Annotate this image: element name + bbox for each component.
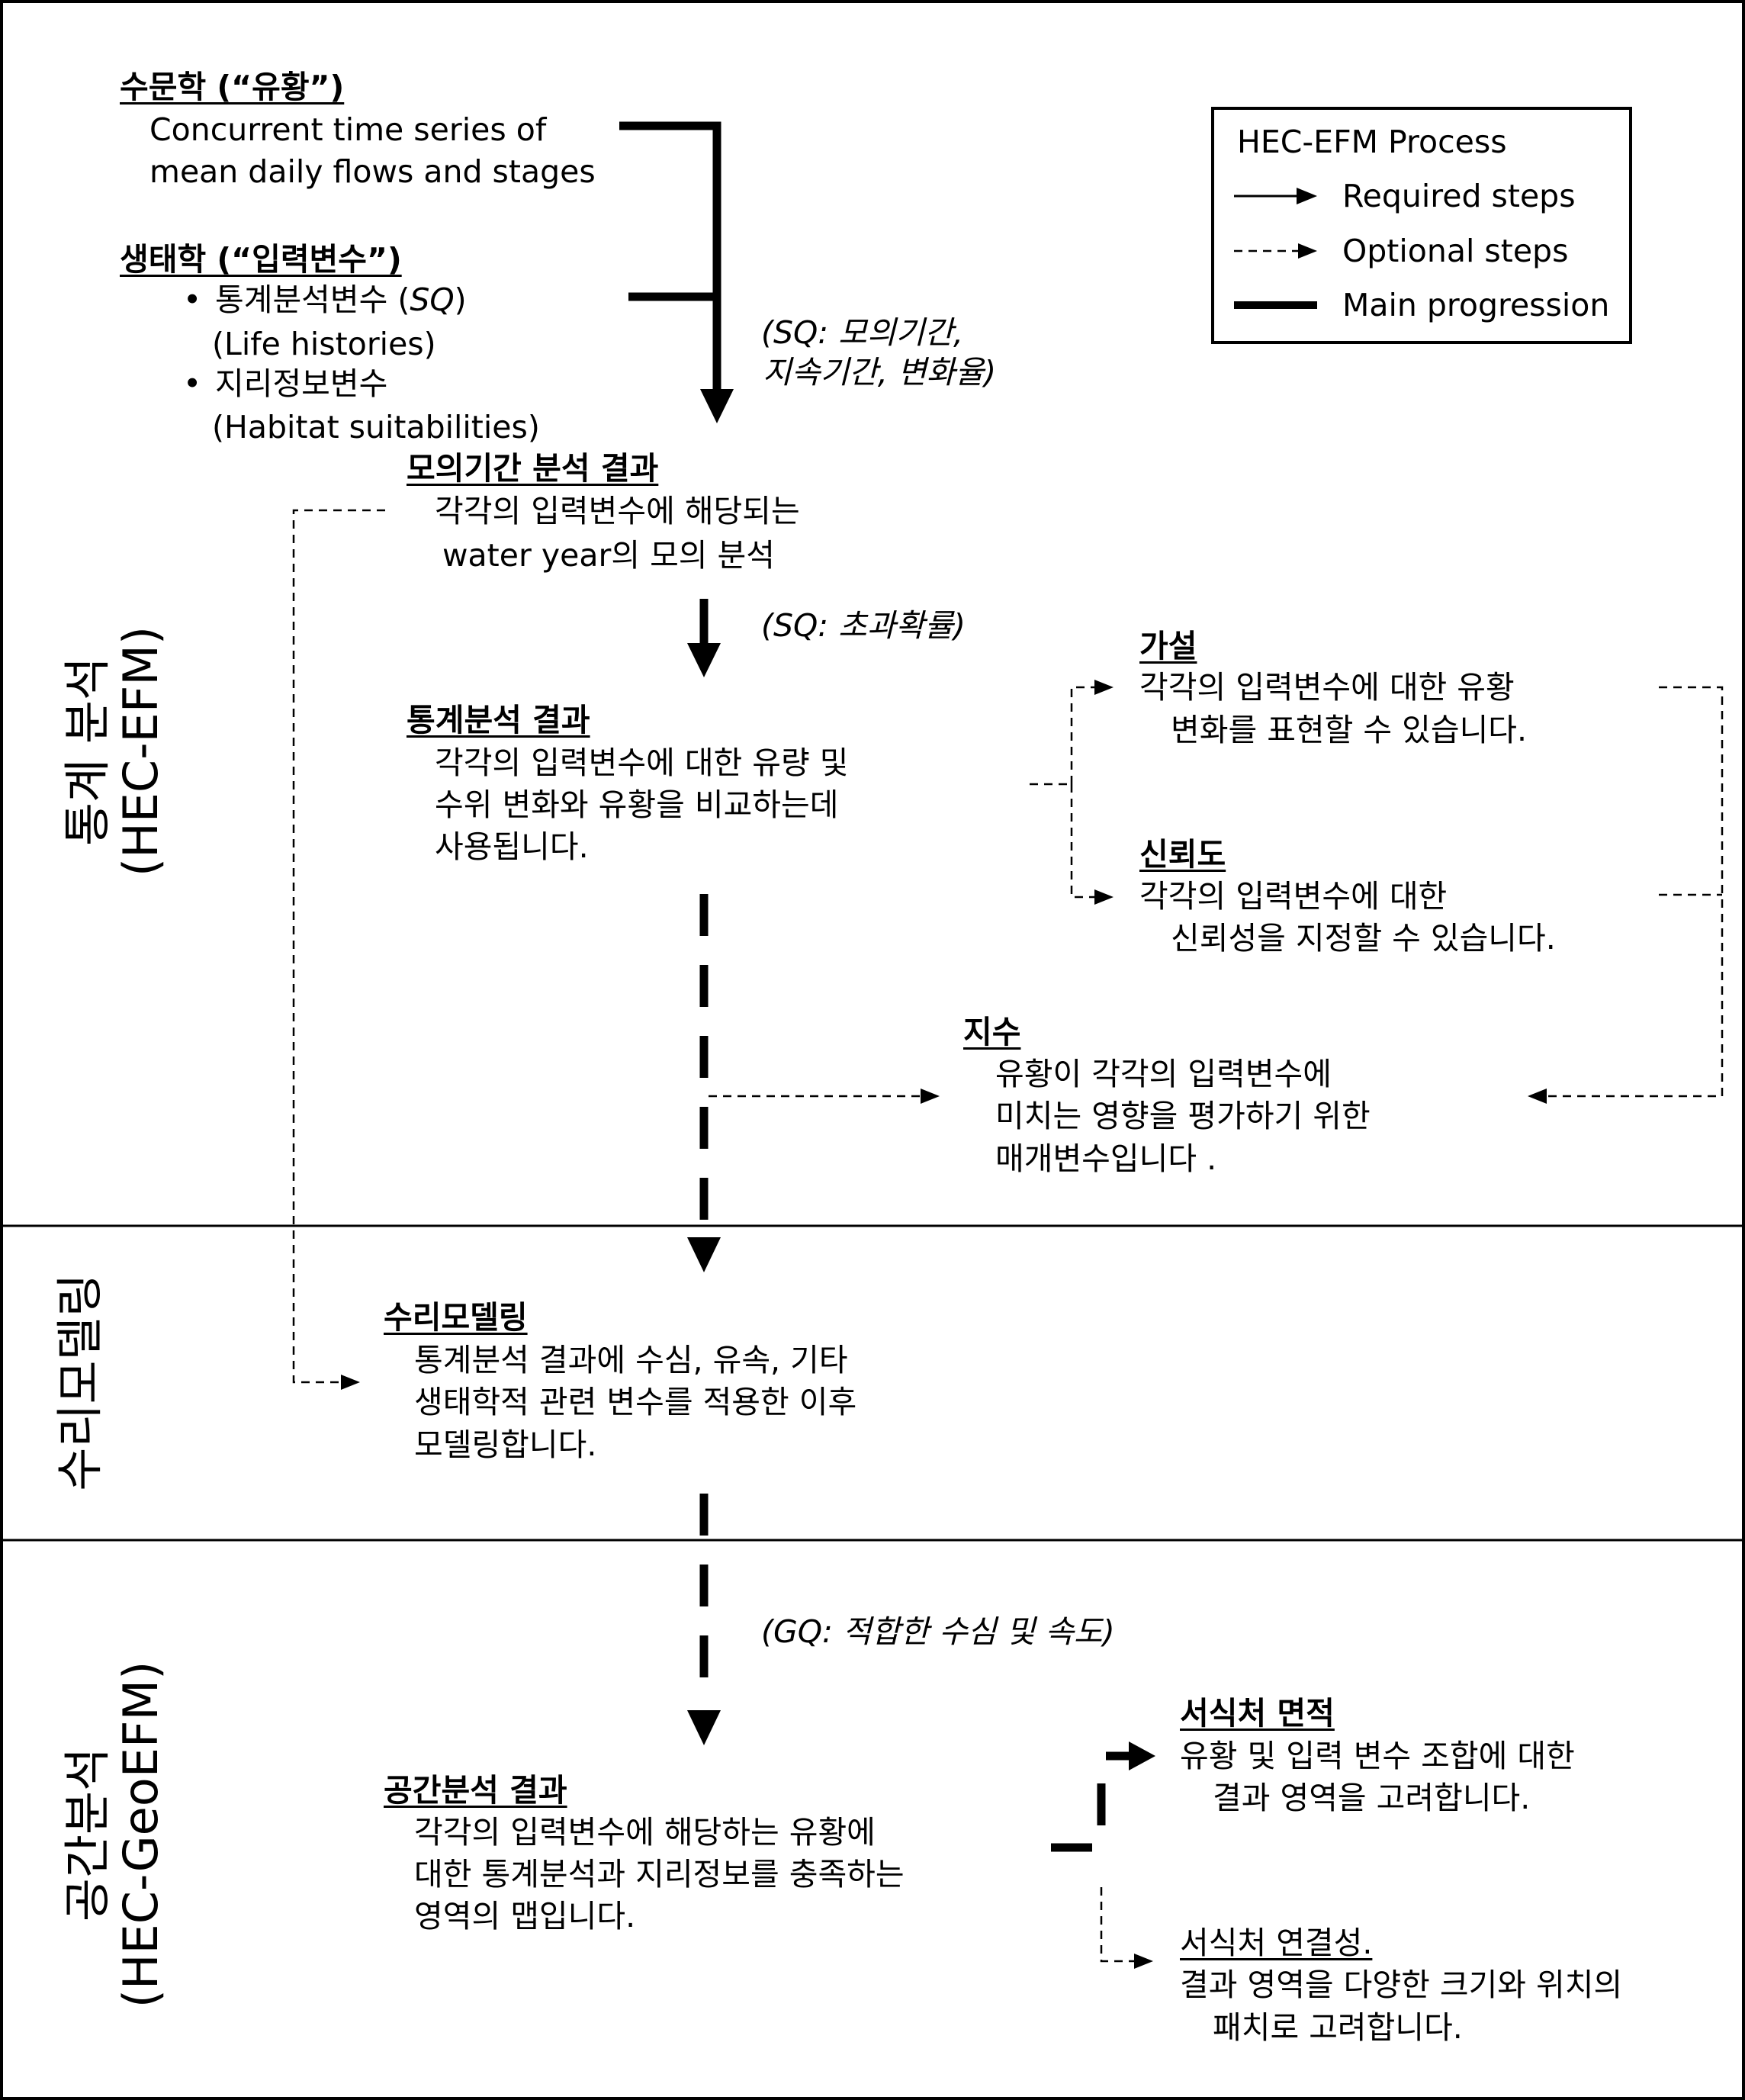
statistics-line2: 수위 변화와 유황을 비교하는데	[435, 786, 839, 823]
main-arrowhead-2	[687, 643, 721, 677]
hydrology-title: 수문학 (“유황”)	[120, 69, 345, 105]
section-label-spatial: 공간분석 (HEC-GeoEFM)	[59, 1661, 169, 2008]
index-line3: 매개변수입니다 .	[995, 1140, 1217, 1177]
section-label-statistical-line2: (HEC-EFM)	[113, 625, 169, 877]
reliability-line1: 각각의 입력변수에 대한	[1139, 878, 1448, 915]
legend-title: HEC-EFM Process	[1237, 124, 1507, 160]
ecology-item1-pre: 통계분석변수 (	[215, 281, 410, 318]
section-label-hydraulic: 수리모델링	[52, 1273, 108, 1491]
ecology-title: 생태학 (“입력변수”)	[120, 241, 402, 278]
section-label-statistical-line1: 통계 분석	[59, 657, 115, 846]
legend-required-label: Required steps	[1342, 178, 1576, 214]
simulation-line2: water year의 모의 분석	[442, 537, 775, 574]
optional-hypothesis-to-index	[1541, 686, 1724, 1098]
sq-annotation-1-line2: 지속기간, 변화율)	[763, 354, 997, 391]
legend-main-label: Main progression	[1342, 287, 1610, 323]
index-title: 지수	[963, 1014, 1021, 1050]
optional-to-reliability	[1070, 784, 1098, 899]
hydraulic-modeling-line2: 생태학적 관련 변수를 적용한 이후	[414, 1384, 857, 1420]
main-arrowhead-area	[1129, 1741, 1155, 1770]
spatial-result-line3: 영역의 맵입니다.	[414, 1898, 636, 1934]
section-label-hydraulic-line1: 수리모델링	[52, 1273, 108, 1491]
habitat-area-title: 서식처 면적	[1180, 1695, 1335, 1732]
habitat-area-line2: 결과 영역을 고려합니다.	[1213, 1780, 1531, 1816]
spatial-result-line1: 각각의 입력변수에 해당하는 유황에	[414, 1814, 876, 1851]
hydraulic-modeling-line3: 모델링합니다.	[414, 1426, 597, 1463]
optional-arrowhead-reliability	[1094, 889, 1114, 905]
habitat-area-line1: 유황 및 입력 변수 조합에 대한	[1180, 1738, 1575, 1774]
ecology-bullet-2: •	[183, 365, 202, 402]
ecology-item2: 지리정보변수	[215, 365, 388, 402]
optional-arrowhead-hydraulic	[341, 1375, 360, 1390]
spatial-result-title: 공간분석 결과	[384, 1772, 567, 1809]
statistics-line1: 각각의 입력변수에 대한 유량 및	[435, 744, 849, 781]
spatial-result-line2: 대한 통계분석과 지리정보를 충족하는	[414, 1856, 905, 1893]
habitat-connectivity-title: 서식처 연결성.	[1180, 1925, 1373, 1961]
optional-simulation-to-hydraulic	[292, 509, 385, 1384]
main-arrowhead-4	[687, 1710, 721, 1745]
sq-annotation-1-line1: (SQ: 모의기간,	[761, 314, 964, 351]
hydraulic-modeling-line1: 통계분석 결과에 수심, 유속, 기타	[414, 1342, 848, 1378]
section-label-spatial-line2: (HEC-GeoEFM)	[113, 1661, 169, 2008]
index-line2: 미치는 영향을 평가하기 위한	[995, 1098, 1371, 1134]
main-arrowhead-3	[687, 1237, 721, 1272]
simulation-line1: 각각의 입력변수에 해당되는	[435, 493, 800, 529]
hydrology-line1: Concurrent time series of	[149, 111, 547, 148]
section-label-spatial-line1: 공간분석	[59, 1747, 115, 1922]
hypothesis-title: 가설	[1139, 628, 1197, 664]
ecology-bullet-1: •	[183, 281, 202, 318]
hydrology-line2: mean daily flows and stages	[149, 153, 596, 190]
legend-optional-label: Optional steps	[1342, 233, 1569, 269]
hypothesis-line1: 각각의 입력변수에 대한 유황	[1139, 669, 1515, 706]
optional-arrowhead-connectivity	[1134, 1954, 1153, 1969]
reliability-line2: 신뢰성을 지정할 수 있습니다.	[1171, 920, 1556, 957]
hydraulic-modeling-title: 수리모델링	[384, 1299, 528, 1336]
habitat-connectivity-line2: 패치로 고려합니다.	[1213, 2009, 1463, 2046]
optional-arrowhead-index-left	[921, 1089, 940, 1104]
main-progression-hydrology	[619, 121, 721, 393]
optional-to-hypothesis	[1070, 686, 1098, 784]
legend-optional-arrowhead	[1298, 243, 1317, 259]
section-label-statistical: 통계 분석 (HEC-EFM)	[59, 625, 169, 877]
ecology-item1-sq: SQ	[410, 281, 455, 318]
statistics-title: 통계분석 결과	[407, 702, 590, 738]
ecology-item1-sub: (Life histories)	[212, 326, 436, 362]
reliability-title: 신뢰도	[1139, 836, 1226, 873]
main-arrowhead-1	[700, 389, 734, 423]
index-line1: 유황이 각각의 입력변수에	[995, 1056, 1332, 1092]
ecology-item1: 통계분석변수 (SQ)	[215, 279, 467, 320]
statistics-line3: 사용됩니다.	[435, 828, 589, 865]
legend-required-arrowhead	[1297, 188, 1317, 204]
optional-to-connectivity	[1100, 1887, 1140, 1963]
habitat-connectivity-line1: 결과 영역을 다양한 크기와 위치의	[1180, 1967, 1623, 2003]
optional-arrowhead-index-right	[1528, 1089, 1547, 1104]
optional-arrowhead-hypothesis	[1094, 680, 1114, 695]
sq-annotation-2: (SQ: 초과확률)	[761, 607, 966, 644]
ecology-item1-post: )	[454, 281, 467, 318]
simulation-title: 모의기간 분석 결과	[407, 450, 659, 487]
gq-annotation: (GQ: 적합한 수심 및 속도)	[761, 1613, 1115, 1650]
legend-box	[1211, 107, 1632, 344]
ecology-item2-sub: (Habitat suitabilities)	[212, 409, 540, 445]
hypothesis-line2: 변화를 표현할 수 있습니다.	[1171, 712, 1528, 748]
